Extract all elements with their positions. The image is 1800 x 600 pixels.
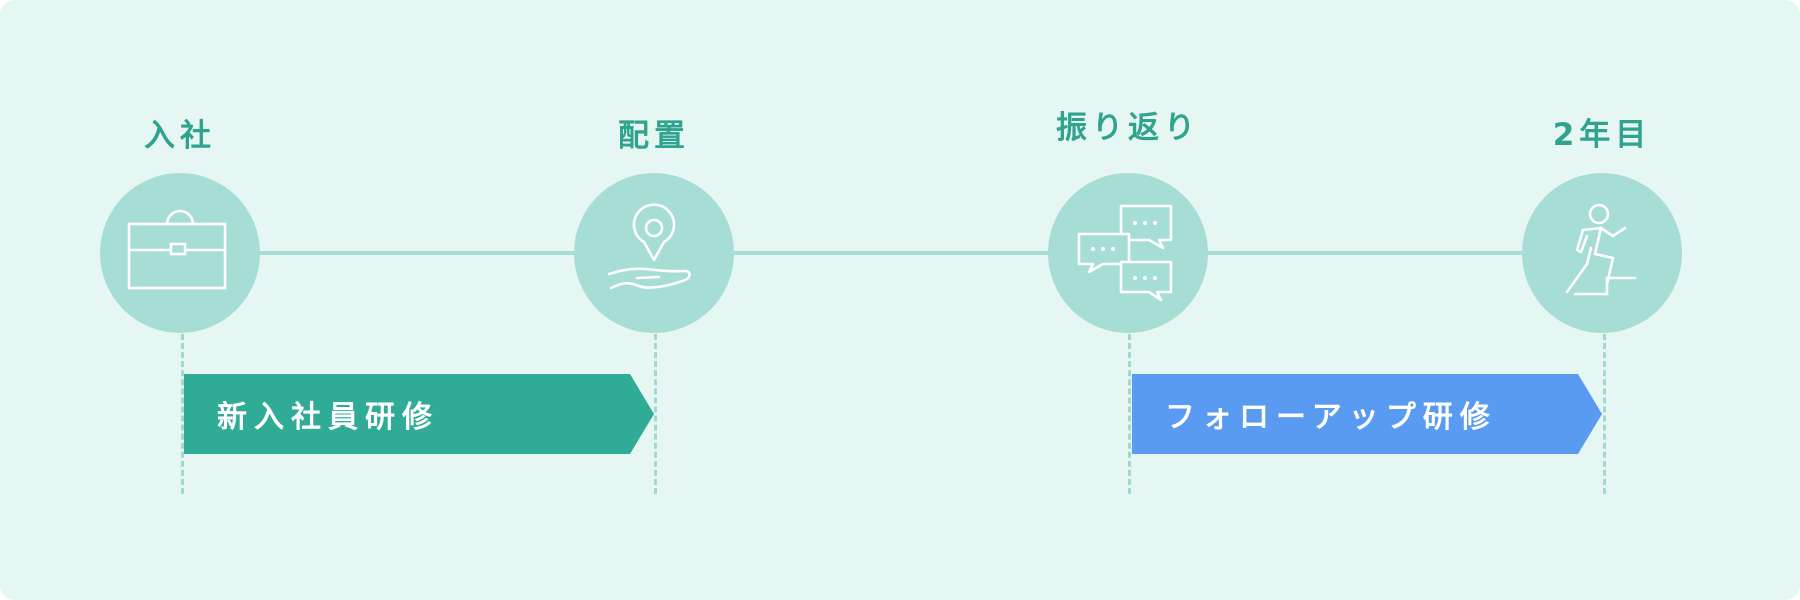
dashed-guide <box>1603 334 1606 494</box>
milestone-circle <box>100 173 260 333</box>
milestone-label: 入社 <box>144 118 216 154</box>
phase-bar-new-employee-training: 新入社員研修 <box>184 374 654 454</box>
phase-label: 新入社員研修 <box>217 400 439 435</box>
phase-bar-follow-up-training: フォローアップ研修 <box>1132 374 1602 454</box>
briefcase-icon <box>127 209 227 290</box>
dashed-guide <box>654 334 657 494</box>
arrow-shape <box>184 374 654 454</box>
phase-label: フォローアップ研修 <box>1165 400 1497 435</box>
timeline-line <box>180 251 1602 255</box>
milestone-circle <box>1048 173 1208 333</box>
milestone-label: 2年目 <box>1552 117 1652 153</box>
location-pin-hand-icon <box>607 203 691 290</box>
milestone-circle <box>574 173 734 333</box>
chat-bubbles-icon <box>1077 204 1173 302</box>
climbing-stairs-person-icon <box>1565 203 1637 296</box>
dashed-guide <box>1128 334 1131 494</box>
milestone-label: 振り返り <box>1056 110 1200 146</box>
milestone-circle <box>1522 173 1682 333</box>
milestone-label: 配置 <box>618 118 690 154</box>
dashed-guide <box>181 334 184 494</box>
arrow-shape <box>1132 374 1602 454</box>
